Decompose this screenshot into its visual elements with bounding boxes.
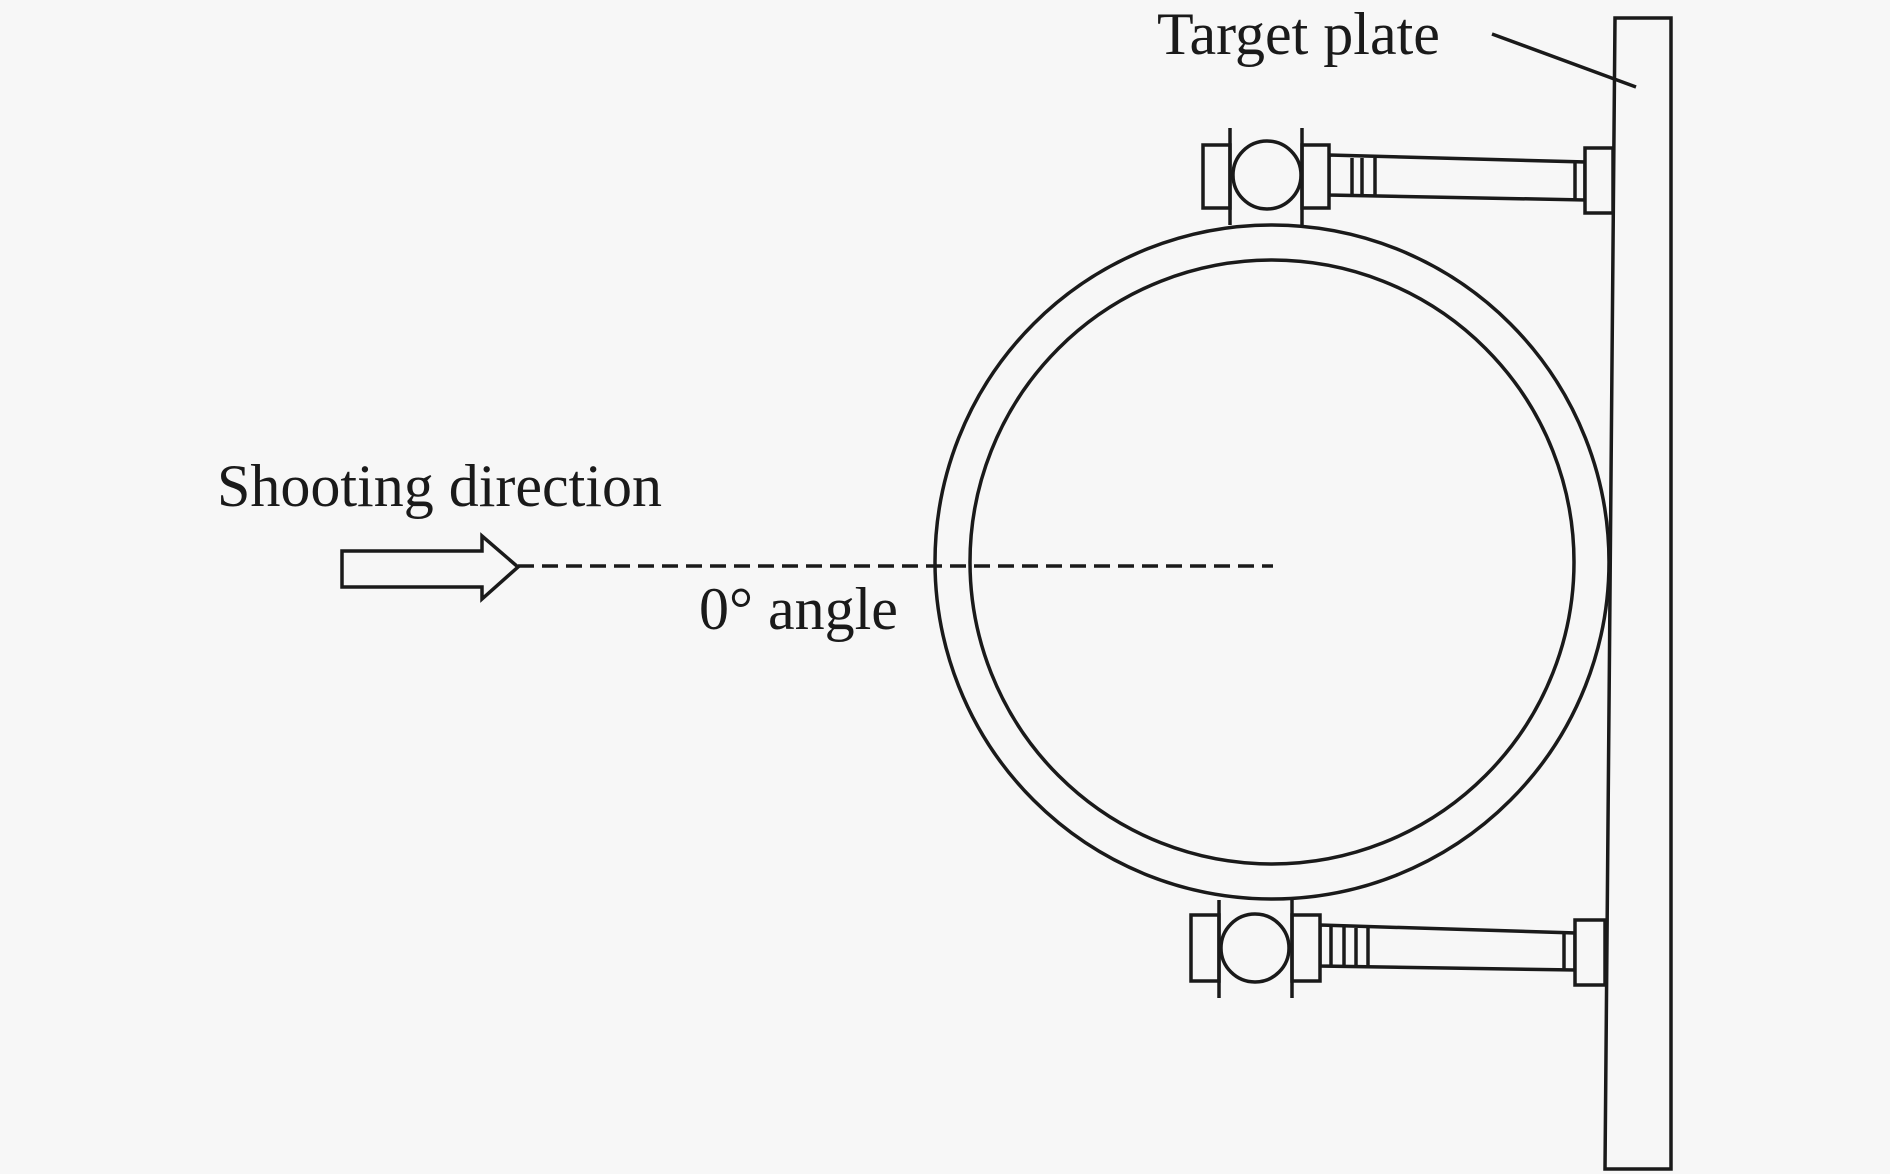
top-clamp [1201,128,1615,225]
pipe-outer-wall [933,223,1611,901]
target-plate-leader-line [1491,32,1637,89]
pipe-inner-wall [968,258,1576,866]
target-plate [1603,16,1673,1171]
shooting-direction-arrow-icon [340,532,521,603]
angle-label: 0° angle [699,576,898,642]
bottom-clamp [1189,900,1607,998]
shooting-direction-label: Shooting direction [217,453,662,519]
target-plate-label: Target plate [1157,1,1440,67]
